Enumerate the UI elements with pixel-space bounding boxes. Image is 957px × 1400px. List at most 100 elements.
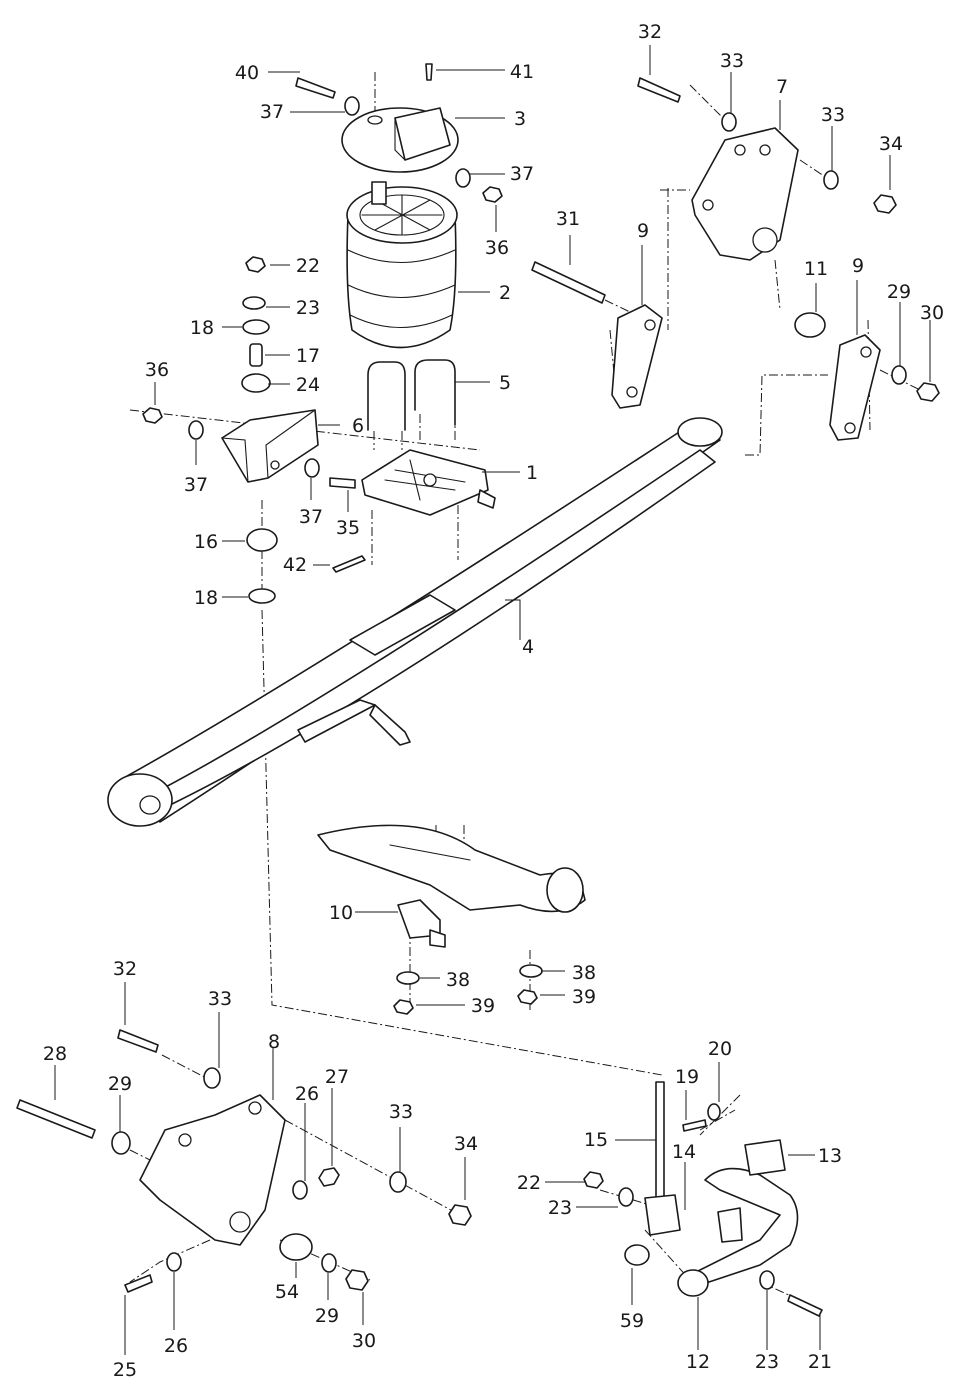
washer-20 (707, 1103, 721, 1121)
bolt-32b (117, 1029, 159, 1053)
callout-c34b: 34 (454, 1133, 478, 1155)
nut-34a (873, 194, 897, 214)
callout-c18b: 18 (194, 587, 218, 609)
callout-c9a: 9 (637, 220, 649, 242)
callout-c7: 7 (776, 76, 788, 98)
callout-c2: 2 (499, 282, 511, 304)
callout-c1: 1 (526, 462, 538, 484)
washer-33d (389, 1171, 407, 1193)
callout-c37d: 37 (299, 506, 323, 528)
callout-c23c: 23 (755, 1351, 779, 1373)
callout-c24: 24 (296, 374, 320, 396)
bushing-11 (794, 312, 826, 338)
callout-c38a: 38 (446, 969, 470, 991)
callout-c39a: 39 (471, 995, 495, 1017)
nut-22a (245, 256, 266, 273)
callout-c25: 25 (113, 1359, 137, 1381)
bushing-54 (279, 1233, 313, 1261)
washer-37c (188, 420, 204, 440)
washer-23c (759, 1270, 775, 1290)
shackle-plate-9a (611, 304, 663, 409)
callout-c59: 59 (620, 1310, 644, 1332)
bolt-21 (787, 1294, 823, 1317)
callout-c26a: 26 (295, 1083, 319, 1105)
washer-38a (396, 971, 420, 985)
callout-c33d: 33 (389, 1101, 413, 1123)
callout-c33a: 33 (720, 50, 744, 72)
bolt-25 (124, 1274, 153, 1293)
bushing-24 (241, 373, 271, 393)
callout-c28: 28 (43, 1043, 67, 1065)
callout-c37b: 37 (510, 163, 534, 185)
callout-c29c: 29 (315, 1305, 339, 1327)
callout-c22a: 22 (296, 255, 320, 277)
callout-c39b: 39 (572, 986, 596, 1008)
callout-c29b: 29 (108, 1073, 132, 1095)
stabilizer-assembly (624, 1081, 799, 1297)
callout-c16: 16 (194, 531, 218, 553)
callout-c38b: 38 (572, 962, 596, 984)
callout-c27: 27 (325, 1066, 349, 1088)
callout-c23a: 23 (296, 297, 320, 319)
u-bolts (367, 359, 456, 431)
washer-18a (242, 319, 270, 335)
spring-pad (361, 449, 496, 516)
washer-33c (203, 1067, 221, 1089)
callout-c5: 5 (499, 372, 511, 394)
callout-c33c: 33 (208, 988, 232, 1010)
washer-37b (455, 168, 471, 188)
nut-39a (393, 999, 414, 1015)
callout-c30a: 30 (920, 302, 944, 324)
callout-c22b: 22 (517, 1172, 541, 1194)
callout-c13: 13 (818, 1145, 842, 1167)
bolt-28 (16, 1099, 96, 1139)
bolt-19 (682, 1119, 707, 1132)
mount-10 (397, 899, 446, 948)
washer-18b (248, 588, 276, 604)
bolt-31 (531, 261, 606, 304)
callout-c32a: 32 (638, 21, 662, 43)
callout-c23b: 23 (548, 1197, 572, 1219)
pin-42 (332, 555, 366, 573)
fasteners (16, 63, 940, 1317)
callout-c3: 3 (514, 108, 526, 130)
bolt-40 (295, 77, 336, 99)
callout-c17: 17 (296, 345, 320, 367)
nut-34b (448, 1204, 472, 1226)
nut-22b (583, 1171, 604, 1189)
leaf-spring (107, 417, 723, 827)
callout-c11: 11 (804, 258, 828, 280)
washer-26b (166, 1252, 182, 1272)
callout-c12: 12 (686, 1351, 710, 1373)
callout-c41: 41 (510, 61, 534, 83)
callout-c10: 10 (329, 902, 353, 924)
callout-numbers: 1234567899101112131415161718181920212222… (43, 21, 944, 1381)
callout-c37a: 37 (260, 101, 284, 123)
callout-c36a: 36 (145, 359, 169, 381)
washer-38b (519, 964, 543, 978)
washer-26a (292, 1180, 308, 1200)
callout-c34a: 34 (879, 133, 903, 155)
nut-39b (517, 989, 538, 1005)
callout-c35: 35 (336, 517, 360, 539)
callout-c20: 20 (708, 1038, 732, 1060)
spacer-17 (249, 343, 263, 367)
callout-c6: 6 (352, 415, 364, 437)
callout-c33b: 33 (821, 104, 845, 126)
callout-c31: 31 (556, 208, 580, 230)
callout-c8: 8 (268, 1031, 280, 1053)
lower-bracket-8 (139, 1094, 286, 1246)
callout-c4: 4 (522, 636, 534, 658)
nut-30b (345, 1269, 369, 1291)
upper-spring-plate (341, 107, 459, 173)
nut-27 (318, 1167, 340, 1187)
frame-section (317, 824, 586, 913)
callout-c19: 19 (675, 1066, 699, 1088)
callout-c54: 54 (275, 1281, 299, 1303)
callout-c26b: 26 (164, 1335, 188, 1357)
bushing-16 (246, 528, 278, 552)
callout-c15: 15 (584, 1129, 608, 1151)
washer-29b (111, 1131, 131, 1155)
shackle-bracket-7 (691, 127, 799, 261)
